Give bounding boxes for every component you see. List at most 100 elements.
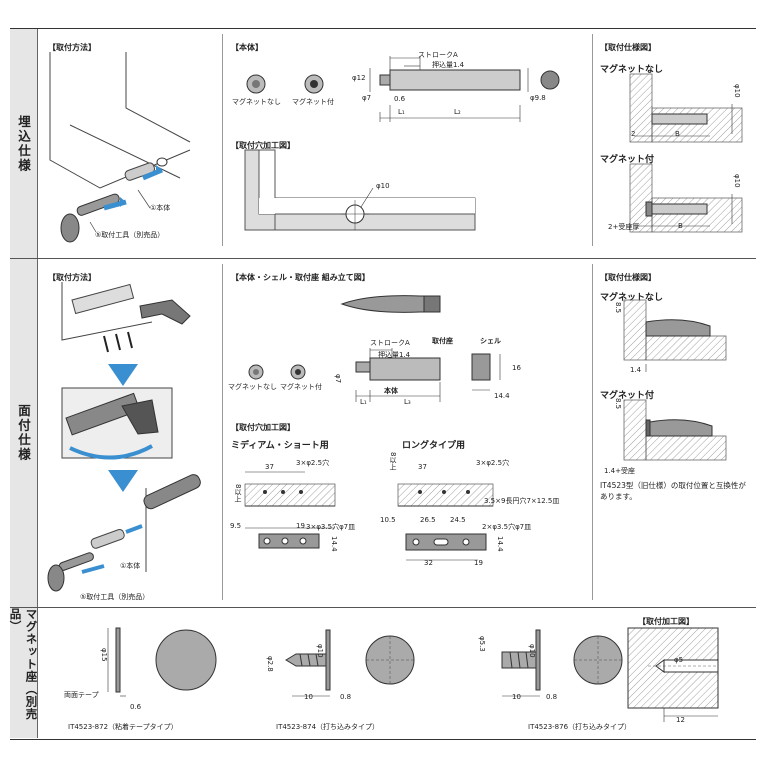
spec-dim-B: B [675, 130, 680, 138]
dim-08: 0.8 [340, 693, 352, 701]
dim-2x35: 2×φ3.5穴φ7皿 [482, 523, 532, 531]
medium-short-hole-drawing [244, 471, 336, 549]
shell-label: シェル [480, 337, 501, 345]
hole-machining-drawing [244, 149, 476, 231]
dim-phi28: φ2.8 [266, 656, 274, 672]
spec-phi10-magnet: φ10 [733, 174, 741, 188]
dim-3x35: 3×φ3.5穴φ7皿 [306, 523, 356, 531]
with-magnet-label: マグネット付 [292, 98, 334, 106]
dim-L1: L₁ [360, 398, 367, 406]
dim-265: 26.5 [420, 516, 436, 524]
dim-06: 0.6 [130, 703, 142, 711]
side-label-embedded: 埋込仕様 [10, 29, 38, 258]
embedded-install-illustration [49, 52, 191, 243]
spec-dim-14: 1.4 [630, 366, 642, 374]
compatibility-note: IT4523型（旧仕様）の取付位置と互換性があります。 [600, 481, 746, 501]
spec-with-magnet: マグネット付 [600, 391, 655, 401]
spec-dim-2: 2 [631, 130, 636, 138]
spec-sheet-frame [10, 28, 756, 740]
dim-8plus: 8以上 [234, 484, 242, 503]
part-tool-label: ⑤取付工具（別売品） [95, 231, 165, 239]
spec-dim-2-seat: 2+受座厚 [608, 223, 640, 231]
medium-short-label: ミディアム・ショート用 [231, 441, 329, 451]
column-divider [222, 34, 223, 246]
dim-3x25-long: 3×φ2.5穴 [476, 459, 510, 467]
column-divider [222, 264, 223, 600]
column-divider [592, 34, 593, 246]
no-magnet-label: マグネットなし [232, 98, 281, 106]
dim-phi5: φ5 [674, 656, 684, 664]
section-title: 【取付方法】 [48, 43, 96, 52]
magnet-seat-876-drawing [501, 629, 623, 697]
dim-phi98: φ9.8 [530, 94, 546, 102]
dim-37: 37 [265, 463, 274, 471]
item-872: IT4523-872（粘着テープタイプ） [68, 723, 178, 731]
push-label: 押込量1.4 [432, 61, 465, 69]
dim-L1: L₁ [398, 108, 405, 116]
seat-hole-drawing [627, 627, 719, 722]
dim-L2: L₂ [454, 108, 461, 116]
spec-no-magnet: マグネットなし [600, 293, 664, 303]
spec-dim-85: 8.5 [614, 302, 622, 314]
side-label-surface: 面付仕様 [10, 259, 38, 607]
stroke-label: ストロークA [370, 339, 410, 347]
hole-phi10: φ10 [376, 182, 390, 190]
dim-L3: L₃ [404, 398, 411, 406]
push-label: 押込量1.4 [378, 351, 411, 359]
magnet-seat-874-drawing [285, 629, 415, 697]
dim-32: 32 [424, 559, 433, 567]
dim-10: 10 [304, 693, 313, 701]
long-type-label: ロングタイプ用 [402, 441, 466, 451]
dim-phi15: φ15 [100, 648, 108, 662]
spec-dim-B-magnet: B [678, 222, 683, 230]
spec-with-magnet: マグネット付 [600, 155, 655, 165]
side-label-magnet-seat: マグネット座（別売品） [9, 608, 39, 738]
dim-10-876: 10 [512, 693, 521, 701]
dim-19-long: 19 [474, 559, 483, 567]
section-title: 【取付方法】 [48, 273, 96, 282]
dim-144-medium: 14.4 [330, 536, 338, 552]
body-top-views [246, 74, 324, 94]
surface-body-top-views [248, 364, 306, 380]
section-divider [10, 607, 756, 608]
dim-phi7: φ7 [334, 374, 342, 384]
hole-title: 【取付穴加工図】 [231, 141, 295, 150]
dim-37-long: 37 [418, 463, 427, 471]
no-magnet-label: マグネットなし [228, 383, 277, 391]
long-type-hole-drawing [397, 483, 494, 561]
dim-phi53: φ5.3 [478, 636, 486, 652]
dim-105: 10.5 [380, 516, 396, 524]
embedded-spec-drawings [629, 73, 743, 233]
dim-16: 16 [512, 364, 521, 372]
dim-phi10-876: φ10 [528, 644, 536, 658]
dim-phi12: φ12 [352, 74, 366, 82]
with-magnet-label: マグネット付 [280, 383, 322, 391]
dim-06: 0.6 [394, 95, 406, 103]
spec-title: 【取付仕様図】 [600, 273, 656, 282]
seat-hole-title: 【取付加工図】 [638, 617, 694, 626]
dim-phi7: φ7 [362, 94, 372, 102]
dim-08-876: 0.8 [546, 693, 558, 701]
body-label: 本体 [384, 387, 398, 395]
body-title: 【本体】 [231, 43, 263, 52]
dim-144: 14.4 [494, 392, 510, 400]
item-876: IT4523-876（打ち込みタイプ） [528, 723, 632, 731]
spec-no-magnet: マグネットなし [600, 65, 664, 75]
seat-label: 取付座 [432, 337, 453, 345]
part-body-label: ①本体 [150, 204, 171, 212]
surface-spec-drawings [623, 299, 727, 461]
hole-title: 【取付穴加工図】 [231, 423, 295, 432]
dim-3x25: 3×φ2.5穴 [296, 459, 330, 467]
part-body-label: ①本体 [120, 562, 141, 570]
assembly-title: 【本体・シェル・取付座 組み立て図】 [231, 273, 370, 282]
dim-12: 12 [676, 716, 685, 724]
dim-phi10: φ10 [316, 644, 324, 658]
body-side-dimension-drawing [369, 56, 560, 122]
spec-dim-14-seat: 1.4+受座 [604, 467, 635, 475]
dim-95: 9.5 [230, 522, 242, 530]
dim-long-slot: 3.5×9長円穴7×12.5皿 [484, 497, 560, 505]
spec-phi10: φ10 [733, 84, 741, 98]
magnet-seat-872-drawing [107, 627, 217, 697]
dim-144-long: 14.4 [496, 536, 504, 552]
spec-dim-85-magnet: 8.5 [614, 398, 622, 410]
